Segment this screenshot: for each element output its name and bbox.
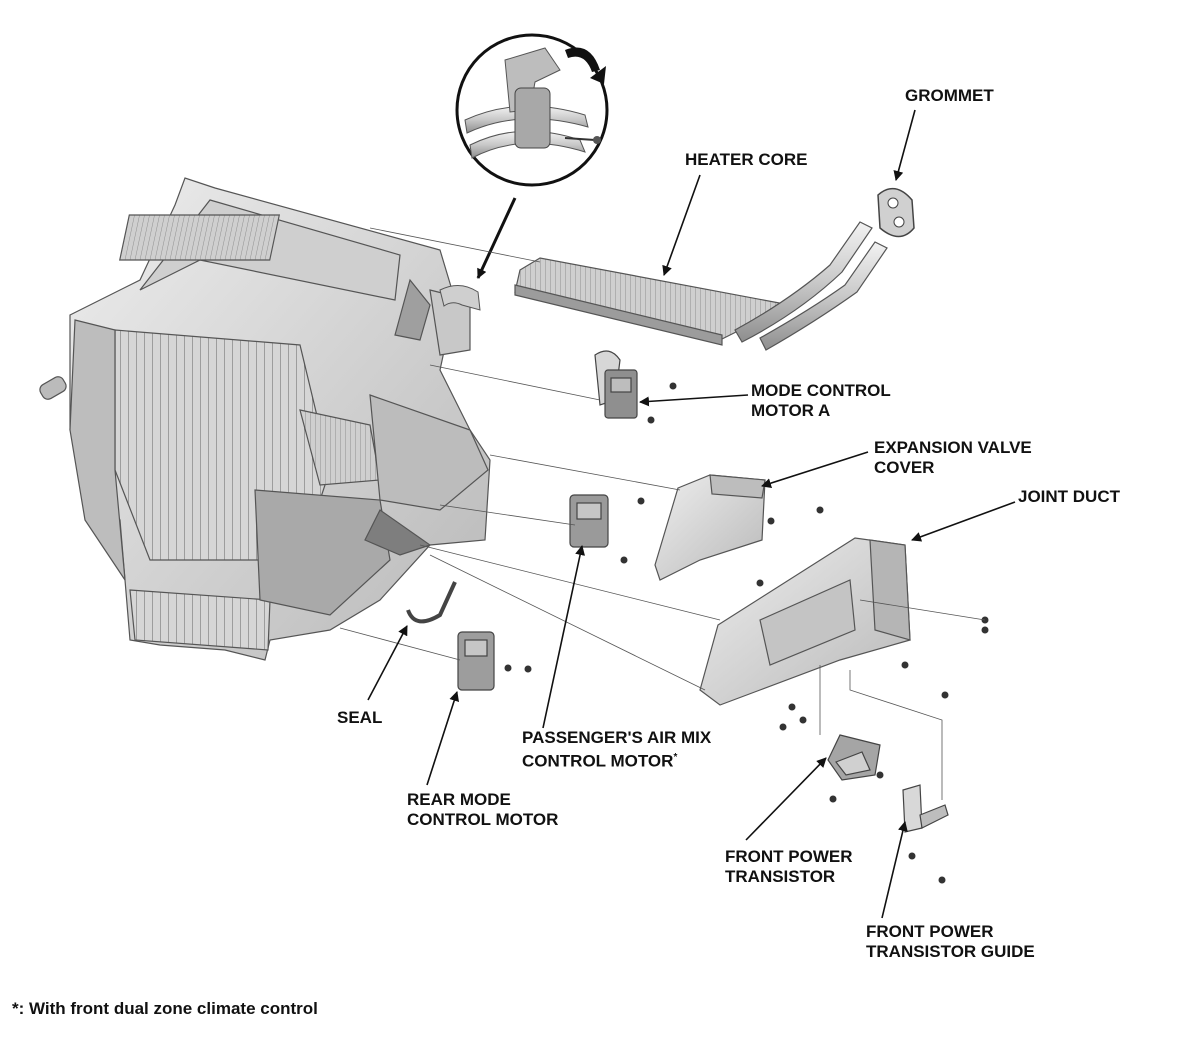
- front-power-transistor-guide: [902, 784, 949, 833]
- heater-core: [514, 221, 888, 351]
- label-line: FRONT POWER: [725, 847, 853, 866]
- expansion-valve-cover: [654, 474, 766, 581]
- rear-mode-control-motor: [457, 631, 495, 691]
- rotation-arrow-icon: [565, 47, 600, 72]
- label-passenger-air-mix-motor: PASSENGER'S AIR MIX CONTROL MOTOR*: [522, 728, 711, 772]
- front-power-transistor: [827, 734, 881, 781]
- footnote-mark: *: [673, 752, 678, 763]
- label-line: CONTROL MOTOR*: [522, 748, 711, 772]
- label-grommet: GROMMET: [905, 86, 994, 105]
- mode-control-motor-a: [594, 350, 638, 419]
- screws: [504, 382, 989, 884]
- heater-unit-housing: [39, 177, 491, 661]
- label-expansion-valve-cover: EXPANSION VALVE COVER: [874, 438, 1032, 478]
- label-mode-control-motor-a: MODE CONTROL MOTOR A: [751, 381, 891, 421]
- label-rear-mode-control-motor: REAR MODE CONTROL MOTOR: [407, 790, 558, 830]
- label-front-power-transistor-guide: FRONT POWER TRANSISTOR GUIDE: [866, 922, 1035, 962]
- detail-callout-circle: [455, 33, 609, 279]
- leader-arrows: [367, 109, 1016, 919]
- label-line: CONTROL MOTOR: [407, 810, 559, 829]
- grommet: [877, 187, 915, 238]
- label-front-power-transistor: FRONT POWER TRANSISTOR: [725, 847, 853, 887]
- label-line: MOTOR A: [751, 401, 831, 420]
- label-line: MODE CONTROL: [751, 381, 891, 400]
- passenger-air-mix-motor: [569, 494, 609, 548]
- label-line: TRANSISTOR: [725, 867, 836, 886]
- label-line: COVER: [874, 458, 935, 477]
- label-heater-core: HEATER CORE: [685, 150, 808, 169]
- assembly-guide-lines: [339, 227, 986, 800]
- label-line: PASSENGER'S AIR MIX: [522, 728, 712, 747]
- label-line: FRONT POWER: [866, 922, 994, 941]
- joint-duct: [699, 537, 911, 706]
- label-joint-duct: JOINT DUCT: [1018, 487, 1120, 506]
- label-seal: SEAL: [337, 708, 383, 727]
- label-line: TRANSISTOR GUIDE: [866, 942, 1035, 961]
- seal: [406, 581, 457, 624]
- label-line: EXPANSION VALVE: [874, 438, 1032, 457]
- label-line: REAR MODE: [407, 790, 511, 809]
- pipe-clamp: [439, 285, 481, 311]
- footnote: *: With front dual zone climate control: [12, 999, 318, 1018]
- label-text: CONTROL MOTOR: [522, 751, 674, 771]
